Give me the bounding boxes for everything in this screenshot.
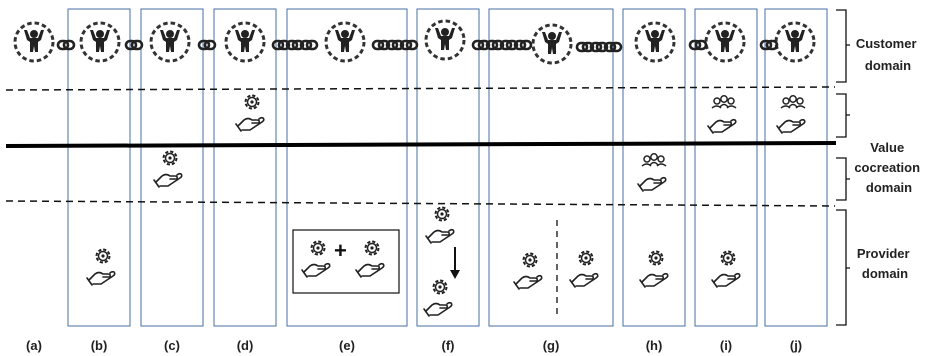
column-frame-d: [213, 8, 277, 327]
gear-hand-icon: [154, 152, 182, 188]
column-label-h: (h): [646, 338, 663, 353]
column-frame-b: [67, 8, 131, 327]
customer-icon: [13, 21, 55, 63]
people-hand-icon: [638, 154, 666, 191]
customer-icon: [704, 21, 746, 63]
gear-hand-icon: [514, 254, 542, 290]
customer-icon: [531, 23, 573, 65]
gear-hand-icon: [236, 96, 264, 132]
provider-boundary-line: [5, 200, 836, 207]
people-hand-icon: [777, 96, 805, 133]
gear-hand-icon: [424, 281, 452, 317]
chain-link-icon: [124, 39, 144, 51]
chain-link-icon: [56, 39, 76, 51]
column-frame-f: [416, 8, 480, 327]
column-label-j: (j): [790, 338, 802, 353]
column-frame-g: [488, 8, 614, 327]
chain-link-icon: [197, 39, 217, 51]
value-cocreation-domain-label: Value cocreation domain: [854, 140, 923, 195]
column-label-g: (g): [543, 338, 560, 353]
combined-services-box: [292, 229, 400, 294]
gear-hand-icon: [356, 242, 384, 278]
customer-icon: [634, 21, 676, 63]
chain-link-icon: [759, 39, 779, 51]
column-frame-e: [286, 8, 408, 327]
column-frame-h: [622, 8, 686, 327]
gear-hand-icon: [87, 250, 115, 286]
provider-domain-label: Provider domain: [857, 246, 913, 281]
column-label-d: (d): [237, 338, 254, 353]
gear-hand-icon: [570, 252, 598, 288]
gear-hand-icon: [640, 252, 668, 288]
gear-hand-icon: [426, 208, 454, 244]
column-label-c: (c): [164, 338, 180, 353]
provider-brace: [836, 209, 850, 326]
customer-icon: [224, 21, 266, 63]
customer-icon: [774, 21, 816, 63]
customer-icon: [79, 21, 121, 63]
service-icons: +: [87, 96, 805, 317]
customer-icon: [149, 21, 191, 63]
domain-braces: [836, 9, 850, 326]
column-label-i: (i): [720, 338, 732, 353]
gear-hand-icon: [302, 242, 330, 278]
customer-domain-label: Customer domain: [856, 36, 920, 73]
people-hand-icon: [708, 96, 736, 133]
column-label-f: (f): [442, 338, 455, 353]
value-brace-lower: [836, 157, 850, 201]
customer-icon: [424, 19, 466, 61]
arrowhead-icon: [450, 270, 460, 279]
customer-boundary-line: [5, 86, 836, 91]
column-frame-i: [694, 8, 758, 327]
column-frame-j: [764, 8, 828, 327]
column-frame-c: [140, 8, 204, 327]
customer-row: [13, 19, 816, 65]
chain-link-icon: [688, 39, 708, 51]
value-cocreation-center-line: [5, 141, 837, 148]
column-label-b: (b): [91, 338, 108, 353]
column-label-e: (e): [339, 338, 355, 353]
column-labels: (a) (b) (c) (d) (e) (f) (g) (h) (i) (j): [26, 338, 802, 353]
column-label-a: (a): [26, 338, 42, 353]
customer-icon: [324, 21, 366, 63]
value-brace: [836, 93, 850, 138]
column-frames: [67, 8, 828, 327]
gear-hand-icon: [712, 252, 740, 288]
customer-brace: [836, 9, 850, 83]
plus-icon: +: [334, 238, 347, 263]
